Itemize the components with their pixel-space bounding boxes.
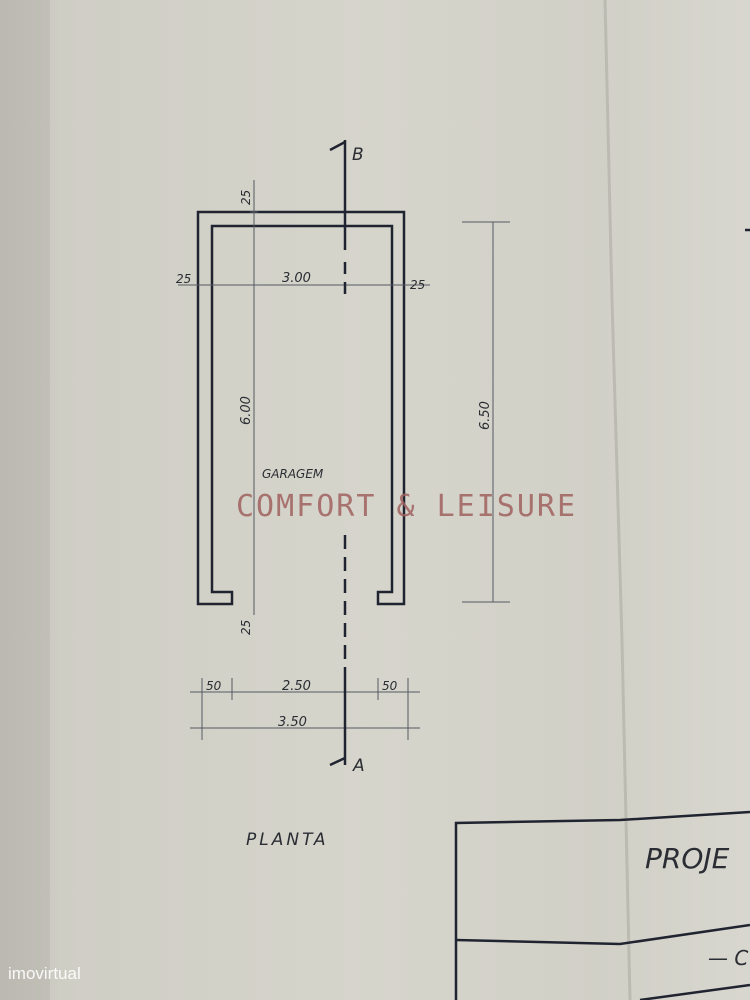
title-block-subtitle: — C <box>708 946 748 970</box>
paper-edge <box>0 0 50 1000</box>
dim-door-side-left: 50 <box>206 679 222 693</box>
dim-inner-width: 3.00 <box>282 271 311 286</box>
section-marker-b: B <box>352 145 364 165</box>
section-marker-a: A <box>352 756 365 776</box>
dim-outer-length: 6.50 <box>478 401 493 430</box>
dim-door-side-right: 50 <box>382 679 398 693</box>
title-block-title: PROJE <box>645 842 730 875</box>
dim-wall-top: 25 <box>239 190 253 205</box>
brand-watermark: imovirtual <box>8 964 81 983</box>
plan-label: PLANTA <box>246 830 329 850</box>
dim-wall-right: 25 <box>410 278 425 292</box>
room-label: GARAGEM <box>262 467 324 481</box>
dim-outer-width: 3.50 <box>278 715 307 730</box>
dimension-lines <box>178 180 510 740</box>
watermark-logo: COMFORT & LEISURE <box>236 489 578 524</box>
garage-walls <box>196 210 406 606</box>
section-line <box>329 140 347 767</box>
title-block <box>454 228 750 1000</box>
dim-inner-length: 6.00 <box>239 396 254 425</box>
dim-wall-bottom: 25 <box>239 620 253 635</box>
dim-wall-left: 25 <box>176 272 191 286</box>
dim-door-width: 2.50 <box>282 679 311 694</box>
